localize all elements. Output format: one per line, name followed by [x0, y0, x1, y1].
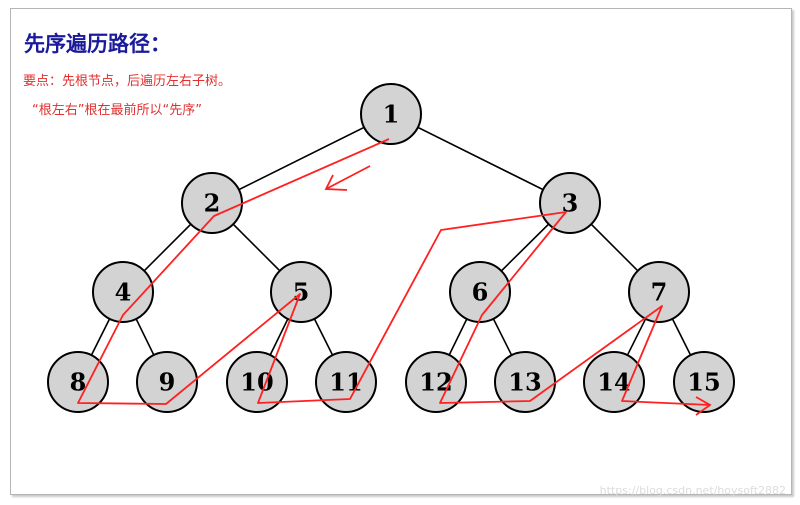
- node-circle: [539, 172, 601, 234]
- node-label: 8: [70, 368, 87, 397]
- node-circle: [270, 261, 332, 323]
- node-1: 1: [360, 83, 422, 145]
- node-label: 13: [508, 368, 541, 397]
- node-label: 6: [472, 278, 489, 307]
- watermark: https://blog.csdn.net/hoysoft2882: [599, 484, 786, 497]
- node-label: 3: [562, 189, 579, 218]
- node-circle: [628, 261, 690, 323]
- preorder-path-line: [77, 138, 711, 406]
- node-label: 12: [419, 368, 452, 397]
- node-9: 9: [136, 351, 198, 413]
- node-14: 14: [583, 351, 645, 413]
- node-label: 7: [651, 278, 668, 307]
- edge-1-2: [211, 113, 392, 204]
- preorder-path-arrowhead: [695, 396, 712, 416]
- traversal-direction-arrow: [325, 165, 371, 190]
- node-circle: [47, 351, 109, 413]
- node-label: 4: [115, 278, 132, 307]
- node-label: 11: [329, 368, 362, 397]
- node-6: 6: [449, 261, 511, 323]
- node-circle: [673, 351, 735, 413]
- node-12: 12: [405, 351, 467, 413]
- node-7: 7: [628, 261, 690, 323]
- node-4: 4: [92, 261, 154, 323]
- node-circle: [360, 83, 422, 145]
- traversal-path: [77, 138, 712, 416]
- node-label: 5: [293, 278, 310, 307]
- note-key-point: 要点：先根节点，后遍历左右子树。: [23, 74, 232, 89]
- node-circle: [92, 261, 154, 323]
- node-11: 11: [315, 351, 377, 413]
- node-8: 8: [47, 351, 109, 413]
- node-label: 2: [204, 189, 221, 218]
- node-label: 9: [159, 368, 176, 397]
- node-circle: [136, 351, 198, 413]
- node-2: 2: [181, 172, 243, 234]
- node-3: 3: [539, 172, 601, 234]
- node-15: 15: [673, 351, 735, 413]
- node-5: 5: [270, 261, 332, 323]
- node-circle: [405, 351, 467, 413]
- traversal-direction-arrowhead: [324, 174, 348, 191]
- node-circle: [449, 261, 511, 323]
- note-root-left-right: “根左右”根在最前所以“先序”: [32, 103, 202, 118]
- node-circle: [315, 351, 377, 413]
- node-13: 13: [494, 351, 556, 413]
- page-title: 先序遍历路径：: [24, 32, 171, 56]
- tree-edges: [77, 113, 705, 383]
- node-label: 10: [240, 368, 273, 397]
- node-label: 15: [687, 368, 720, 397]
- edge-1-3: [390, 113, 571, 204]
- node-label: 1: [383, 100, 400, 129]
- node-circle: [583, 351, 645, 413]
